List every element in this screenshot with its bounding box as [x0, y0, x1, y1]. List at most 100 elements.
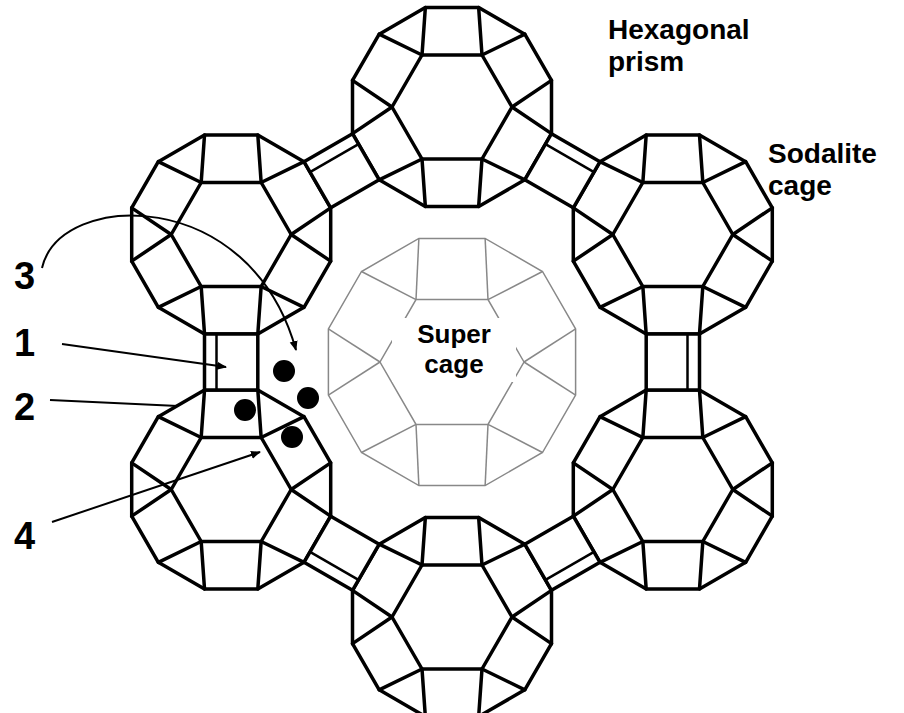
leader-lines [42, 216, 296, 522]
sodalite-edge [699, 135, 702, 183]
sodalite-outline [132, 390, 331, 589]
sodalite-hexagon [392, 55, 512, 159]
prism-edge [310, 144, 359, 172]
supercage-edge [416, 424, 419, 485]
cation-dot [297, 387, 319, 409]
sodalite-edge [132, 208, 171, 235]
sodalite-edge [573, 208, 612, 235]
sodalite-edge [703, 417, 746, 438]
sodalite-edge [600, 286, 643, 307]
prism-edge [310, 552, 359, 580]
sodalite-edge [353, 590, 392, 617]
sodalite-edge [291, 463, 330, 490]
prism-face [646, 334, 699, 390]
sodalite-edge [258, 390, 261, 438]
sodalite-edge [479, 669, 482, 713]
sodalite-edge [512, 617, 551, 644]
sodalite-edge [643, 286, 646, 334]
callout-number: 2 [14, 386, 54, 430]
supercage-edge [328, 362, 380, 395]
sodalite-edge [482, 34, 525, 55]
sodalite-hexagon [613, 438, 733, 542]
supercage-edge [361, 271, 416, 299]
sodalite-edge [422, 669, 425, 713]
prism-face [304, 516, 379, 590]
sodalite-edge [258, 286, 261, 334]
supercage-edge [328, 329, 380, 362]
sodalite-edge [733, 208, 772, 235]
structure-label: Hexagonal prism [608, 14, 788, 78]
sodalite-edge [643, 135, 646, 183]
sodalite-edge [733, 463, 772, 490]
supercage-edge [488, 271, 543, 299]
sodalite-edge [379, 544, 422, 565]
sodalite-hexagon [392, 565, 512, 669]
leader-line [52, 452, 260, 522]
leader-line [50, 400, 178, 406]
prism-face [525, 134, 600, 208]
prism-edge [686, 334, 689, 390]
prism-edge [545, 552, 594, 580]
sodalite-edge [422, 518, 425, 566]
sodalite-edge [733, 235, 772, 262]
sodalite-edge [258, 541, 261, 589]
sodalite-edge [353, 107, 392, 134]
sodalite-edge [600, 417, 643, 438]
structure-label: Super cage [392, 318, 516, 382]
sodalite-edge [422, 159, 425, 207]
sodalite-hexagon [171, 183, 291, 287]
supercage-edge [524, 362, 576, 395]
sodalite-outline [132, 135, 331, 334]
sodalite-edge [703, 286, 746, 307]
sodalite-edge [643, 541, 646, 589]
sodalite-edge [699, 390, 702, 438]
sodalite-edge [261, 541, 304, 562]
sodalite-edge [261, 162, 304, 183]
sodalite-edge [482, 159, 525, 180]
sodalite-hexagon [171, 438, 291, 542]
prism-face [525, 516, 600, 590]
sodalite-edge [422, 8, 425, 56]
sodalite-edge [201, 390, 204, 438]
sodalite-edge [158, 286, 201, 307]
sodalite-hexagon [613, 183, 733, 287]
sodalite-edge [379, 159, 422, 180]
sodalite-edge [512, 590, 551, 617]
callout-number: 4 [14, 515, 54, 559]
cation-dot [273, 360, 295, 382]
sodalite-edge [573, 463, 612, 490]
sodalite-edge [482, 669, 525, 690]
sodalite-edge [600, 162, 643, 183]
sodalite-edge [379, 669, 422, 690]
sodalite-edge [703, 162, 746, 183]
sodalite-edge [291, 208, 330, 235]
sodalite-outline [353, 8, 552, 207]
sodalite-edge [201, 135, 204, 183]
sodalite-edge [699, 541, 702, 589]
sodalite-edge [479, 8, 482, 56]
sodalite-edge [201, 286, 204, 334]
sodalite-edge [158, 162, 201, 183]
sodalite-edge [482, 544, 525, 565]
structure-label: Sodalite cage [768, 138, 888, 202]
cation-sites [234, 360, 319, 448]
hexagonal-prisms [205, 134, 700, 591]
sodalite-edge [291, 235, 330, 262]
sodalite-edge [379, 34, 422, 55]
sodalite-edge [643, 390, 646, 438]
cation-dot [281, 426, 303, 448]
sodalite-edge [132, 235, 171, 262]
supercage-edge [361, 424, 416, 452]
sodalite-edge [573, 490, 612, 517]
sodalite-edge [600, 541, 643, 562]
sodalite-edge [573, 235, 612, 262]
leader-line [42, 216, 296, 350]
supercage-edge [416, 238, 419, 299]
sodalite-edge [699, 286, 702, 334]
supercage-edge [485, 238, 488, 299]
sodalite-edge [291, 490, 330, 517]
sodalite-outline [573, 135, 772, 334]
sodalite-edge [258, 135, 261, 183]
callout-number: 3 [14, 255, 54, 299]
sodalite-edge [479, 159, 482, 207]
